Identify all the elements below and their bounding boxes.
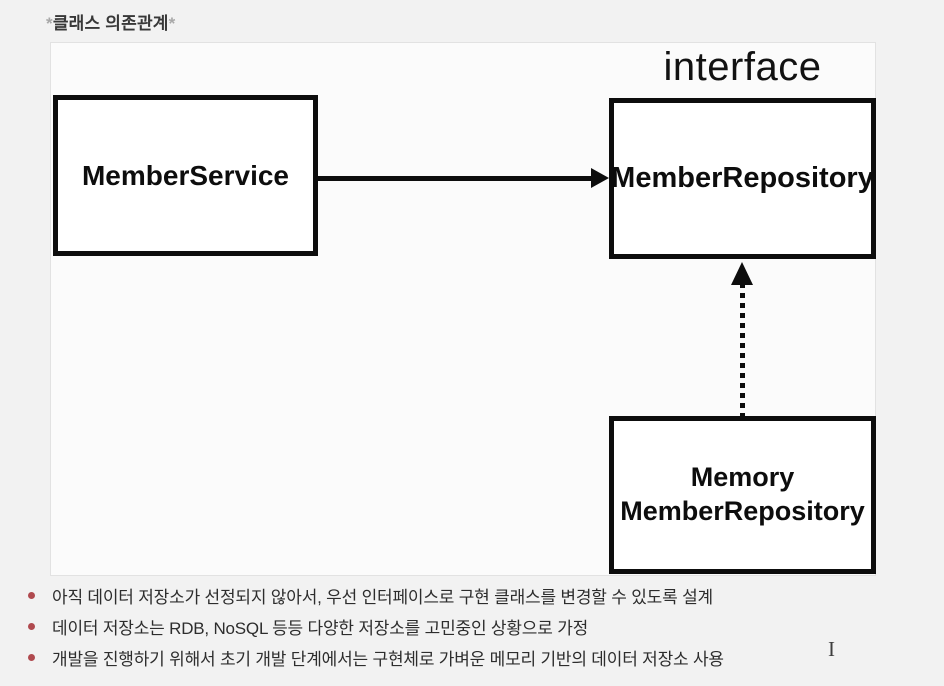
dependency-arrow-shaft xyxy=(318,176,593,181)
bullet-icon xyxy=(28,592,35,599)
interface-label: interface xyxy=(663,45,822,89)
text-cursor-icon: I xyxy=(828,637,835,661)
title-text: 클래스 의존관계 xyxy=(52,14,169,33)
title-asterisk-prefix: * xyxy=(46,14,53,33)
bullet-icon xyxy=(28,654,35,661)
member-service-box: MemberService xyxy=(53,95,318,256)
notes-list: 아직 데이터 저장소가 선정되지 않아서, 우선 인터페이스로 구현 클래스를 … xyxy=(28,580,724,673)
note-text: 개발을 진행하기 위해서 초기 개발 단계에서는 구현체로 가벼운 메모리 기반… xyxy=(52,650,724,669)
title-asterisk-suffix: * xyxy=(168,14,176,33)
bullet-icon xyxy=(28,623,35,630)
memory-member-repository-box: Memory MemberRepository xyxy=(609,416,876,574)
page-title: *클래스 의존관계* xyxy=(46,9,175,34)
member-repository-label: MemberRepository xyxy=(611,162,874,194)
list-item: 아직 데이터 저장소가 선정되지 않아서, 우선 인터페이스로 구현 클래스를 … xyxy=(28,580,724,611)
list-item: 데이터 저장소는 RDB, NoSQL 등등 다양한 저장소를 고민중인 상황으… xyxy=(28,611,724,642)
note-text: 아직 데이터 저장소가 선정되지 않아서, 우선 인터페이스로 구현 클래스를 … xyxy=(52,588,713,607)
implements-arrow-shaft xyxy=(740,283,745,416)
memory-member-repository-label: Memory MemberRepository xyxy=(620,462,865,526)
list-item: 개발을 진행하기 위해서 초기 개발 단계에서는 구현체로 가벼운 메모리 기반… xyxy=(28,642,724,673)
dependency-arrow-head-icon xyxy=(591,168,609,188)
note-text: 데이터 저장소는 RDB, NoSQL 등등 다양한 저장소를 고민중인 상황으… xyxy=(52,619,589,638)
implements-arrow-head-icon xyxy=(731,262,753,285)
member-service-label: MemberService xyxy=(81,159,289,191)
class-dependency-diagram[interactable]: interface MemberService MemberRepository… xyxy=(50,42,876,576)
member-repository-box: MemberRepository xyxy=(609,98,876,259)
